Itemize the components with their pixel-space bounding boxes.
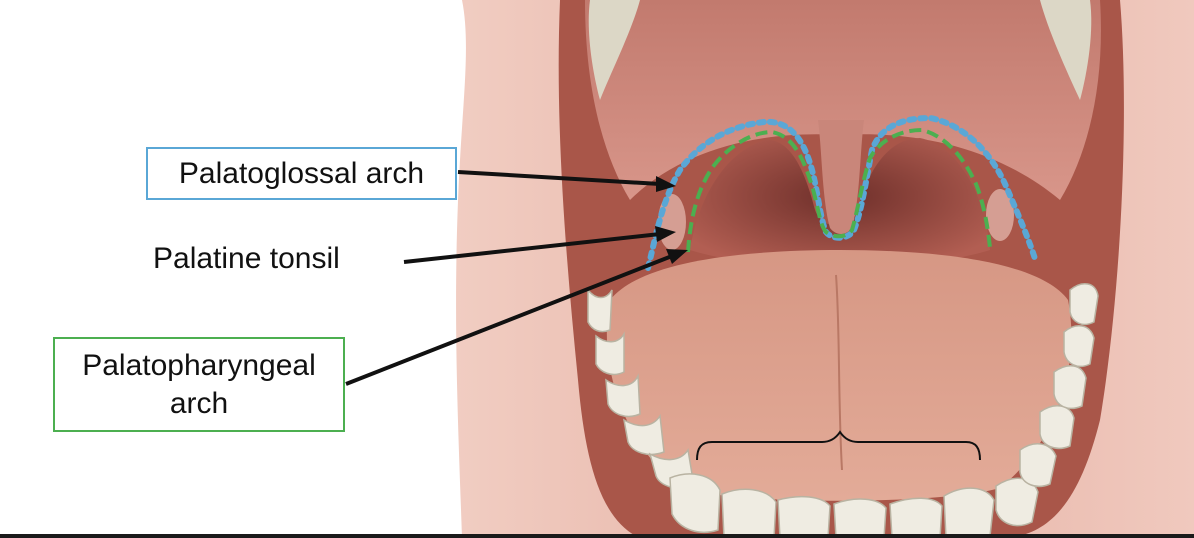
palatoglossal-arch-label: Palatoglossal arch xyxy=(178,156,425,190)
palatine-tonsil-label: Palatine tonsil xyxy=(153,242,340,275)
throat xyxy=(690,138,990,268)
lower-teeth xyxy=(587,283,1099,538)
upper-teeth-left xyxy=(588,0,640,100)
arrow-palatopharyngeal xyxy=(345,254,673,386)
palatopharyngeal-arch-label-line1: Palatopharyngeal xyxy=(82,349,316,382)
palatopharyngeal-arch-label-line2: arch xyxy=(169,386,229,420)
arrow-palatoglossal xyxy=(457,170,661,186)
arrowhead-tonsil xyxy=(655,226,676,242)
arrows xyxy=(345,170,688,386)
arrow-tonsil xyxy=(403,232,661,264)
arrowhead-palatoglossal xyxy=(656,176,676,192)
tongue-midline xyxy=(835,274,843,471)
bottom-divider xyxy=(0,534,1194,538)
palatopharyngeal-arch-label-box: Palatopharyngeal arch xyxy=(53,337,345,432)
palatine-tonsil-right xyxy=(986,189,1014,241)
palate xyxy=(585,0,1101,200)
palatoglossal-arch-label-box: Palatoglossal arch xyxy=(146,147,457,200)
upper-teeth-right xyxy=(1040,0,1092,100)
arrowhead-palatopharyngeal xyxy=(666,249,688,264)
uvula xyxy=(818,120,864,234)
palatopharyngeal-arch-outline xyxy=(686,127,992,253)
bracket-icon xyxy=(696,430,981,461)
